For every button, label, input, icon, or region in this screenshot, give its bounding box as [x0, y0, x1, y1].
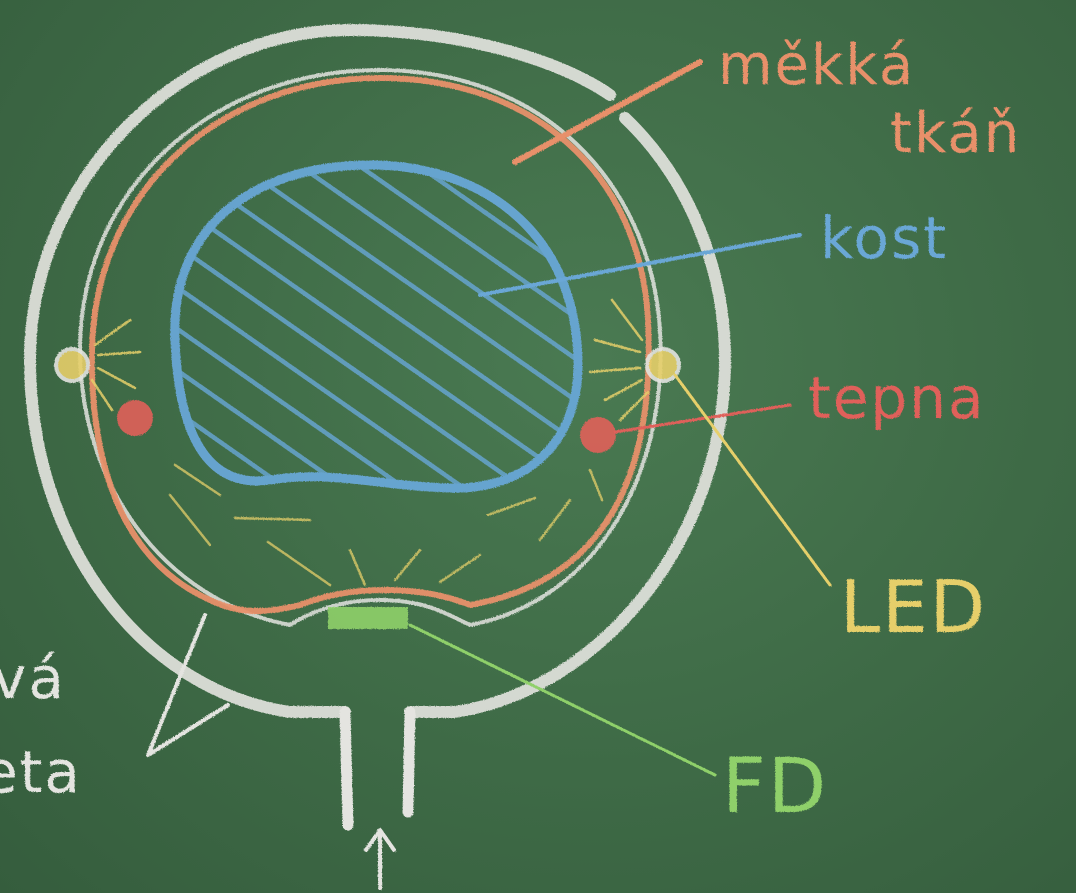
label-artery: tepna: [808, 364, 986, 432]
leader-led: [675, 375, 830, 585]
label-soft-tissue-line1: měkká: [718, 33, 915, 98]
artery-left: [117, 400, 153, 436]
sensor-cable-left: [345, 712, 348, 825]
label-photodiode: FD: [722, 741, 828, 830]
arrow-up-icon: [366, 830, 394, 888]
photodiode: [328, 607, 408, 629]
label-partial-left-line1: vá: [0, 644, 66, 712]
bone: [175, 165, 578, 488]
label-partial-left-line2: eta: [0, 738, 82, 806]
leader-photodiode: [410, 625, 715, 775]
label-bone: kost: [820, 204, 948, 272]
label-led: LED: [840, 565, 987, 649]
sensor-cable-right: [408, 712, 410, 812]
leader-soft-tissue: [515, 62, 700, 162]
led-rays-right: [590, 300, 648, 420]
artery-right: [580, 417, 616, 453]
led-rays-left: [92, 320, 140, 410]
label-soft-tissue-line2: tkáň: [890, 101, 1021, 166]
led-left: [56, 349, 88, 381]
